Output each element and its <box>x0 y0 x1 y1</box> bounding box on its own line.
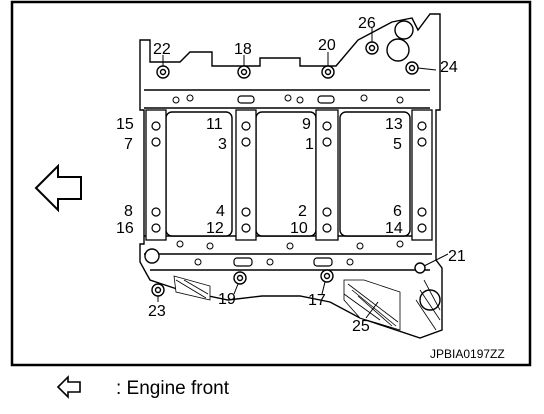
figure-code: JPBIA0197ZZ <box>430 347 505 361</box>
engine-front-arrow-icon <box>34 163 82 213</box>
figure-frame <box>10 0 532 367</box>
callout-17: 17 <box>308 292 326 309</box>
callout-1: 1 <box>305 136 314 153</box>
callout-13: 13 <box>385 116 403 133</box>
callout-7: 7 <box>124 136 133 153</box>
legend-arrow-icon <box>56 375 81 399</box>
callout-23: 23 <box>148 303 166 320</box>
callout-3: 3 <box>218 136 227 153</box>
callout-20: 20 <box>318 37 336 54</box>
callout-2: 2 <box>298 203 307 220</box>
callout-21: 21 <box>448 248 466 265</box>
callout-12: 12 <box>206 220 224 237</box>
callout-numbers: 1 2 3 4 5 6 7 8 9 10 11 12 13 14 15 16 1… <box>116 15 466 335</box>
callout-24: 24 <box>440 59 458 76</box>
crank-windows <box>165 111 411 237</box>
callout-22: 22 <box>153 41 171 58</box>
rail-ovals <box>233 95 335 267</box>
callout-14: 14 <box>385 220 403 237</box>
callout-10: 10 <box>290 220 308 237</box>
journal-columns <box>145 109 433 241</box>
callout-8: 8 <box>124 203 133 220</box>
callout-18: 18 <box>234 41 252 58</box>
callout-5: 5 <box>393 136 402 153</box>
detail-holes <box>172 94 404 266</box>
callout-25: 25 <box>352 318 370 335</box>
callout-6: 6 <box>393 203 402 220</box>
callout-19: 19 <box>218 291 236 308</box>
callout-4: 4 <box>216 203 225 220</box>
callout-16: 16 <box>116 220 134 237</box>
legend-text: : Engine front <box>116 378 230 399</box>
callout-26: 26 <box>358 15 376 32</box>
callout-15: 15 <box>116 116 134 133</box>
hatched-left-lower <box>173 275 211 301</box>
leader-lines <box>157 28 449 319</box>
callout-11: 11 <box>206 116 223 133</box>
callout-9: 9 <box>302 116 311 133</box>
journal-bolt-holes <box>151 121 427 233</box>
